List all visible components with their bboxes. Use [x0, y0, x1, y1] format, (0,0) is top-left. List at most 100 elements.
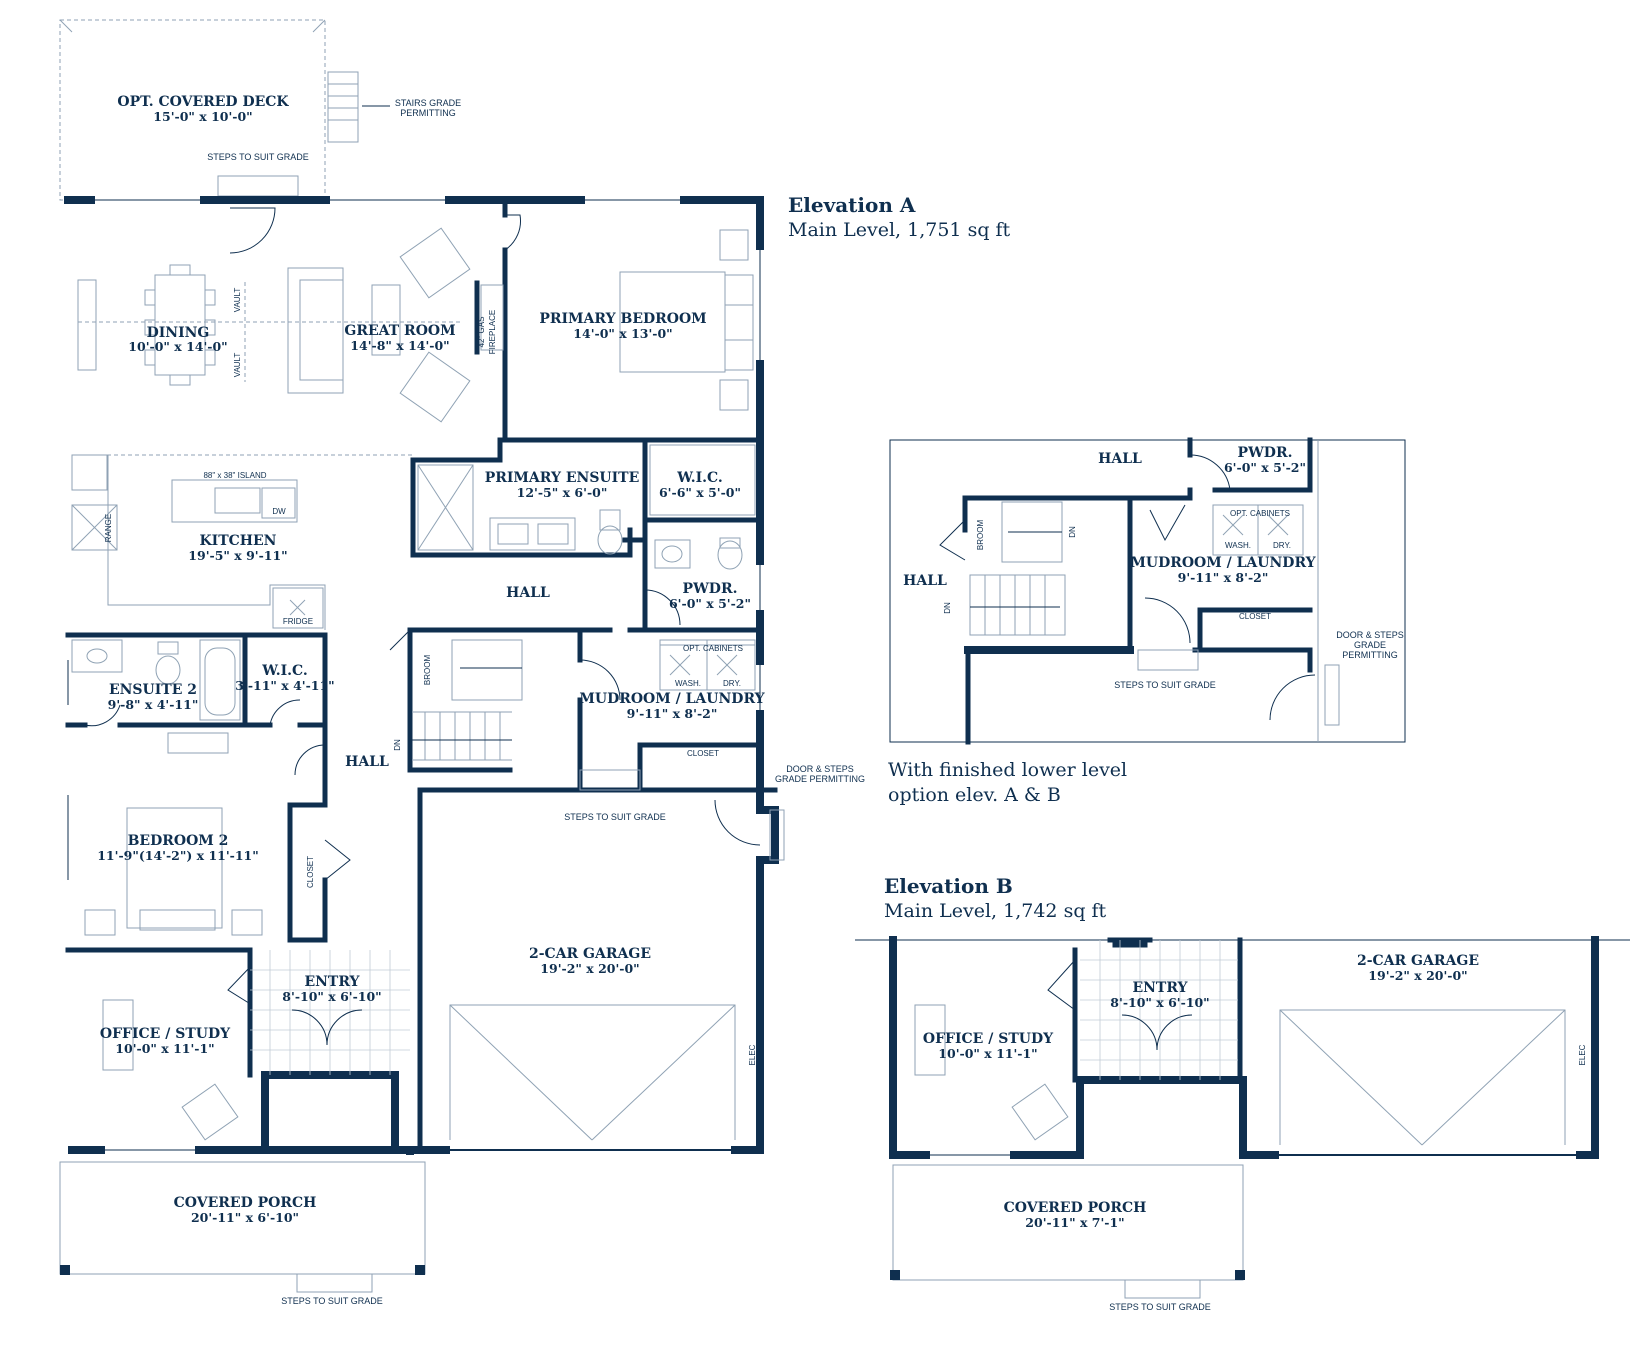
- svg-text:CLOSET: CLOSET: [1239, 612, 1271, 621]
- hall-upper-name: HALL: [506, 585, 550, 601]
- svg-text:8'-10" x 6'-10": 8'-10" x 6'-10": [1110, 995, 1209, 1010]
- svg-text:PERMITTING: PERMITTING: [400, 108, 456, 118]
- bedroom2-name: BEDROOM 2: [128, 833, 229, 849]
- svg-text:HALL: HALL: [903, 573, 947, 589]
- wic-primary-name: W.I.C.: [676, 470, 723, 486]
- deck-name: OPT. COVERED DECK: [117, 94, 289, 110]
- svg-text:OFFICE / STUDY: OFFICE / STUDY: [923, 1031, 1054, 1047]
- labels-lower-level: HALL PWDR. 6'-0" x 5'-2" HALL MUDROOM / …: [903, 445, 1404, 690]
- svg-text:CLOSET: CLOSET: [687, 749, 719, 758]
- primary-bedroom-dim: 14'-0" x 13'-0": [573, 326, 672, 341]
- svg-text:MUDROOM / LAUNDRY: MUDROOM / LAUNDRY: [1130, 555, 1316, 571]
- svg-text:10'-0" x 11'-1": 10'-0" x 11'-1": [938, 1046, 1037, 1061]
- entry-dim: 8'-10" x 6'-10": [282, 989, 381, 1004]
- svg-text:ELEC: ELEC: [748, 1044, 757, 1065]
- svg-text:OPT. CABINETS: OPT. CABINETS: [683, 644, 743, 653]
- svg-text:ENTRY: ENTRY: [1132, 980, 1188, 996]
- svg-text:STEPS TO SUIT GRADE: STEPS TO SUIT GRADE: [281, 1296, 383, 1306]
- pwdr-dim: 6'-0" x 5'-2": [669, 596, 751, 611]
- office-name: OFFICE / STUDY: [100, 1026, 231, 1042]
- elevation-b-subtitle: Main Level, 1,742 sq ft: [884, 900, 1107, 922]
- mudroom-name: MUDROOM / LAUNDRY: [579, 691, 765, 707]
- wic-primary-dim: 6'-6" x 5'-0": [659, 485, 741, 500]
- entry-name: ENTRY: [304, 974, 360, 990]
- elevation-b-title: Elevation B: [884, 874, 1013, 898]
- garage-name: 2-CAR GARAGE: [529, 946, 651, 962]
- svg-text:WASH.: WASH.: [675, 679, 701, 688]
- bedroom2-dim: 11'-9"(14'-2") x 11'-11": [97, 848, 259, 863]
- kitchen-dim: 19'-5" x 9'-11": [188, 548, 287, 563]
- garage-dim: 19'-2" x 20'-0": [540, 961, 639, 976]
- wic2-name: W.I.C.: [261, 663, 308, 679]
- svg-text:COVERED PORCH: COVERED PORCH: [1004, 1200, 1147, 1216]
- svg-text:VAULT: VAULT: [233, 353, 242, 378]
- svg-text:20'-11" x 7'-1": 20'-11" x 7'-1": [1025, 1215, 1124, 1230]
- svg-text:HALL: HALL: [1098, 451, 1142, 467]
- porch-outline-b: [892, 1164, 1244, 1281]
- svg-text:19'-2" x 20'-0": 19'-2" x 20'-0": [1368, 968, 1467, 983]
- wic2-dim: 3'-11" x 4'-11": [235, 678, 334, 693]
- lower-level-caption-1: With finished lower level: [888, 759, 1127, 781]
- elevation-a-title: Elevation A: [788, 193, 916, 217]
- hall-lower-name: HALL: [345, 754, 389, 770]
- svg-text:CLOSET: CLOSET: [306, 856, 315, 888]
- labels-b: 2-CAR GARAGE 19'-2" x 20'-0" ENTRY 8'-10…: [923, 953, 1587, 1312]
- elevation-a-plan: [59, 19, 785, 1293]
- porch-dim: 20'-11" x 6'-10": [191, 1210, 299, 1225]
- elevation-b-plan: [855, 936, 1630, 1299]
- svg-text:DW: DW: [272, 507, 286, 516]
- svg-text:PWDR.: PWDR.: [1238, 445, 1293, 461]
- room-labels-a: OPT. COVERED DECK 15'-0" x 10'-0" DINING…: [97, 94, 765, 1225]
- svg-text:STEPS TO SUIT GRADE: STEPS TO SUIT GRADE: [1114, 680, 1216, 690]
- dining-dim: 10'-0" x 14'-0": [128, 339, 227, 354]
- mudroom-dim: 9'-11" x 8'-2": [627, 706, 718, 721]
- svg-text:BROOM: BROOM: [976, 520, 985, 551]
- svg-text:OPT. CABINETS: OPT. CABINETS: [1230, 509, 1290, 518]
- svg-text:2-CAR GARAGE: 2-CAR GARAGE: [1357, 953, 1479, 969]
- office-dim: 10'-0" x 11'-1": [115, 1041, 214, 1056]
- svg-text:WASH.: WASH.: [1225, 541, 1251, 550]
- notes-a: STAIRS GRADE PERMITTING STEPS TO SUIT GR…: [104, 98, 865, 1306]
- svg-text:DOOR & STEPS: DOOR & STEPS: [1336, 630, 1404, 640]
- kitchen-name: KITCHEN: [200, 533, 277, 549]
- svg-text:STEPS TO SUIT GRADE: STEPS TO SUIT GRADE: [564, 812, 666, 822]
- elevation-a-subtitle: Main Level, 1,751 sq ft: [788, 219, 1011, 241]
- svg-text:DRY.: DRY.: [1273, 541, 1291, 550]
- svg-text:DN: DN: [943, 602, 952, 614]
- svg-text:BROOM: BROOM: [423, 655, 432, 686]
- ensuite2-name: ENSUITE 2: [109, 682, 197, 698]
- svg-text:DRY.: DRY.: [723, 679, 741, 688]
- svg-text:STEPS TO SUIT GRADE: STEPS TO SUIT GRADE: [1109, 1302, 1211, 1312]
- svg-text:88" x 38" ISLAND: 88" x 38" ISLAND: [203, 471, 266, 480]
- svg-text:42" GAS: 42" GAS: [477, 317, 486, 348]
- dining-name: DINING: [147, 325, 210, 341]
- svg-text:PERMITTING: PERMITTING: [1342, 650, 1398, 660]
- primary-ensuite-dim: 12'-5" x 6'-0": [517, 485, 608, 500]
- svg-text:STAIRS GRADE: STAIRS GRADE: [395, 98, 461, 108]
- svg-text:FRIDGE: FRIDGE: [283, 617, 313, 626]
- great-room-name: GREAT ROOM: [344, 323, 455, 339]
- porch-outline-a: [59, 1161, 426, 1275]
- great-room-dim: 14'-8" x 14'-0": [350, 338, 449, 353]
- svg-text:6'-0" x 5'-2": 6'-0" x 5'-2": [1224, 460, 1306, 475]
- primary-ensuite-name: PRIMARY ENSUITE: [485, 470, 640, 486]
- pwdr-name: PWDR.: [683, 581, 738, 597]
- ensuite2-dim: 9'-8" x 4'-11": [108, 697, 199, 712]
- svg-text:9'-11" x 8'-2": 9'-11" x 8'-2": [1178, 570, 1269, 585]
- deck-dim: 15'-0" x 10'-0": [153, 109, 252, 124]
- svg-text:DOOR & STEPS: DOOR & STEPS: [786, 764, 854, 774]
- lower-level-caption-2: option elev. A & B: [888, 784, 1061, 806]
- porch-name: COVERED PORCH: [174, 1195, 317, 1211]
- svg-text:STEPS TO SUIT GRADE: STEPS TO SUIT GRADE: [207, 152, 309, 162]
- primary-bedroom-name: PRIMARY BEDROOM: [539, 311, 706, 327]
- svg-text:GRADE PERMITTING: GRADE PERMITTING: [775, 774, 865, 784]
- svg-text:ELEC: ELEC: [1578, 1044, 1587, 1065]
- svg-text:FIREPLACE: FIREPLACE: [488, 310, 497, 354]
- svg-text:RANGE: RANGE: [104, 514, 113, 542]
- lower-level-plan: [889, 437, 1406, 745]
- svg-text:DN: DN: [1068, 526, 1077, 538]
- svg-text:GRADE: GRADE: [1354, 640, 1386, 650]
- svg-text:VAULT: VAULT: [233, 288, 242, 313]
- svg-text:DN: DN: [393, 739, 402, 751]
